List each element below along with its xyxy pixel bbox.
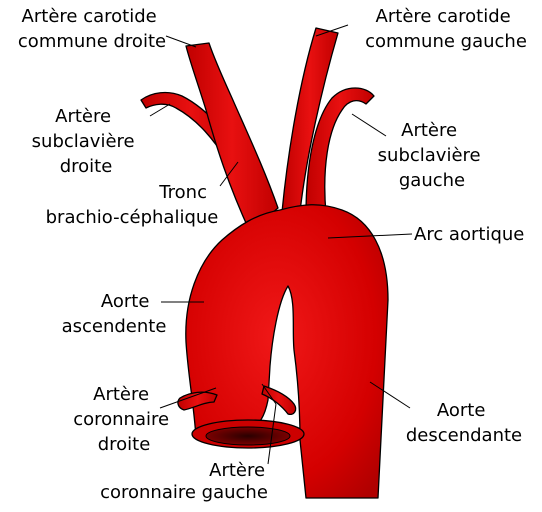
brachiocephalic-trunk [185,42,279,233]
left-common-carotid-artery [281,27,339,213]
label-ascending-aorta: Aorte ascendente [62,291,167,337]
labels: Artère carotide commune droite Artère ca… [18,6,527,503]
leader-lcca [315,24,349,37]
label-left-coronary: Artère coronnaire gauche [100,460,271,503]
label-right-subclavian: Artère subclavière droite [32,106,141,177]
vessels [140,27,389,499]
right-coronary-artery [177,391,218,411]
aortic-arch-body [185,204,389,499]
leader-rcor [159,387,217,409]
label-right-coronary: Artère coronnaire droite [73,384,175,455]
aortic-root-lumen [205,426,291,446]
leader-desc [369,381,411,409]
label-right-common-carotid: Artère carotide commune droite [18,6,166,52]
label-aortic-arch: Arc aortique [414,224,524,245]
leader-lines [149,24,413,465]
left-subclavian-artery [305,87,375,215]
leader-lcor-lower [267,403,277,465]
leader-tronc [219,161,239,187]
leader-rsub [149,103,171,117]
label-left-common-carotid: Artère carotide commune gauche [365,6,527,52]
leader-arc [327,233,413,239]
label-brachiocephalic-trunk: Tronc brachio-céphalique [46,182,219,228]
leader-lcor [261,383,277,405]
leader-lsub [351,113,387,137]
label-left-subclavian: Artère subclavière gauche [378,120,487,191]
label-descending-aorta: Aorte descendante [406,400,522,446]
leader-rcca [165,35,197,48]
